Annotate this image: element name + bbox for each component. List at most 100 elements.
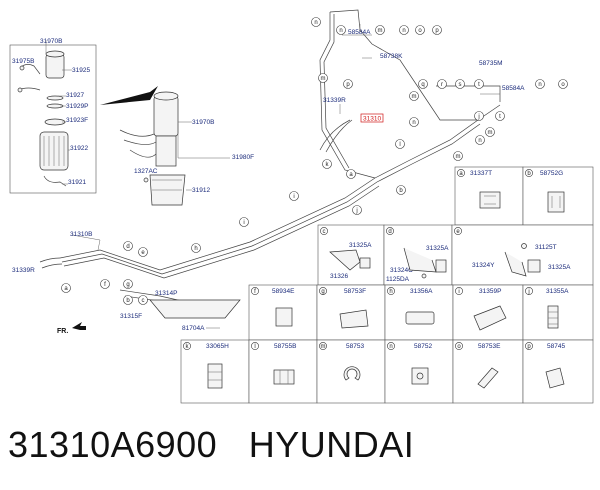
callout-n3: n [399, 25, 409, 35]
callout-l1: l [395, 139, 405, 149]
label-31310-highlight: 31310 [363, 116, 381, 123]
callout-a1: a [346, 169, 356, 179]
svg-text:g: g [126, 282, 129, 288]
callout-t1: t [474, 79, 484, 89]
svg-text:i: i [243, 220, 244, 226]
callout-r1: r [437, 79, 447, 89]
svg-text:n: n [314, 20, 317, 26]
callout-i1: i [289, 191, 299, 201]
callout-q1: q [418, 79, 428, 89]
svg-text:j: j [355, 208, 357, 214]
grid-part-e-3: 31325A [548, 264, 571, 271]
svg-text:p: p [346, 82, 350, 88]
svg-text:l: l [399, 142, 400, 148]
svg-text:f: f [254, 289, 256, 295]
callout-j1: j [474, 111, 484, 121]
callout-n1: n [311, 17, 321, 27]
grid-part-d-3: 1125DA [386, 276, 410, 283]
callout-n6: n [475, 135, 485, 145]
grid-row-3: f 58934E g 58753F h 31356A i 31359P j 31… [248, 284, 594, 341]
label-31922: 31922 [70, 145, 88, 152]
svg-text:m: m [488, 130, 493, 136]
grid-part-g: 58753F [344, 288, 366, 295]
grid-part-a: 31337T [470, 170, 492, 177]
label-31923F: 31923F [66, 117, 88, 124]
svg-text:o: o [561, 82, 565, 88]
pointer-arrow-shape [100, 86, 158, 105]
callout-o2: o [558, 79, 568, 89]
grid-part-e-2: 31324Y [472, 262, 495, 269]
callouts: n n m n o p m p m n q r s t n o j m n t … [61, 17, 568, 305]
callout-k1: k [322, 159, 332, 169]
front-arrow-icon [72, 322, 86, 330]
svg-text:t: t [499, 114, 501, 120]
callout-p2: p [343, 79, 353, 89]
callout-n4: n [409, 117, 419, 127]
svg-text:e: e [141, 250, 145, 256]
label-31339R-left: 31339R [12, 267, 35, 274]
svg-text:n: n [478, 138, 481, 144]
grid-part-i: 31359P [479, 288, 501, 295]
svg-text:n: n [412, 120, 415, 126]
callout-c1: c [138, 295, 148, 305]
svg-text:r: r [441, 82, 443, 88]
svg-text:b: b [126, 298, 130, 304]
svg-text:c: c [142, 298, 145, 304]
label-31980F: 31980F [232, 154, 254, 161]
callout-m4: m [485, 127, 495, 137]
callout-o1: o [415, 25, 425, 35]
svg-text:n: n [389, 344, 392, 350]
label-31929P: 31929P [66, 103, 88, 110]
highlight-box [360, 113, 384, 123]
label-31310B: 31310B [70, 231, 92, 238]
grid-part-c-1: 31325A [349, 242, 372, 249]
svg-text:f: f [104, 282, 106, 288]
svg-text:a: a [349, 172, 353, 178]
label-31970B-mid: 31970B [192, 119, 214, 126]
label-58584A-top: 58584A [348, 29, 371, 36]
fuel-line-diagram: 31970B 31975B 31925 31927 31929P 31923F … [9, 9, 594, 404]
svg-text:q: q [421, 82, 424, 88]
brand-name: HYUNDAI [248, 424, 415, 465]
svg-text:a: a [64, 286, 68, 292]
grid-part-d-1: 31325A [426, 245, 449, 252]
svg-text:k: k [326, 162, 330, 168]
filter-assembly: 31970B 31980F 1327AC 31912 [100, 86, 254, 206]
fuel-filter-detail: 31970B 31975B 31925 31927 31929P 31923F … [9, 38, 97, 194]
callout-m5: m [453, 151, 463, 161]
callout-h1: h [191, 243, 201, 253]
svg-text:b: b [399, 188, 403, 194]
grid-row-4: k 33065H l 58755B m 58753 n 58752 o 5875… [180, 339, 594, 404]
svg-text:h: h [194, 246, 197, 252]
svg-text:n: n [402, 28, 405, 34]
label-31315F: 31315F [120, 313, 142, 320]
svg-text:g: g [321, 289, 324, 295]
label-31927: 31927 [66, 92, 84, 99]
grid-part-h: 31356A [410, 288, 433, 295]
fuel-line-bundle [39, 9, 501, 319]
label-31921: 31921 [68, 179, 86, 186]
svg-text:m: m [456, 154, 461, 160]
callout-f1: f [100, 279, 110, 289]
grid-part-j: 31355A [546, 288, 569, 295]
svg-text:o: o [418, 28, 422, 34]
svg-text:p: p [527, 344, 531, 350]
svg-text:m: m [321, 76, 326, 82]
callout-i2: i [239, 217, 249, 227]
grid-part-o: 58753E [478, 343, 501, 350]
label-58738K: 58738K [380, 53, 403, 60]
part-number: 31310A6900 [8, 424, 218, 465]
callout-p1: p [432, 25, 442, 35]
grid-part-b: 58752G [540, 170, 563, 177]
svg-text:b: b [527, 171, 531, 177]
svg-text:m: m [321, 344, 326, 350]
svg-text:j: j [477, 114, 479, 120]
callout-m3: m [409, 91, 419, 101]
label-58584A-right: 58584A [502, 85, 525, 92]
grid-row-1: a 31337T b 58752G [454, 166, 594, 226]
label-31339R-top: 31339R [323, 97, 346, 104]
svg-text:h: h [389, 289, 392, 295]
grid-part-c-2: 31326 [330, 273, 348, 280]
svg-text:o: o [457, 344, 461, 350]
callout-t2: t [495, 111, 505, 121]
